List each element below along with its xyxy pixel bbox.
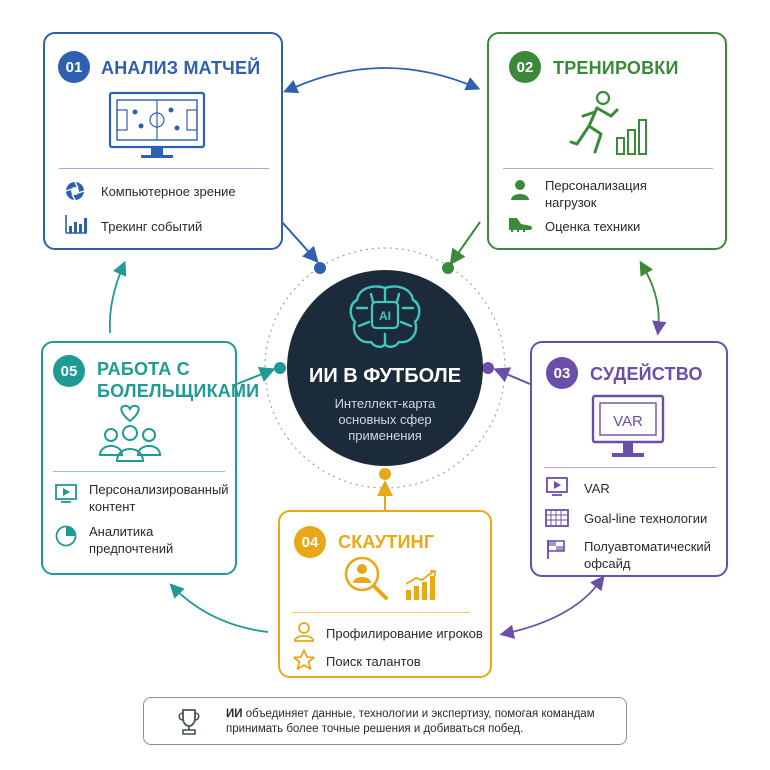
tactics-monitor-icon: [108, 91, 206, 158]
list-item: Трекинг событий: [101, 219, 203, 234]
list-item: Полуавтоматический офсайд: [584, 539, 711, 571]
card-title: РАБОТА С БОЛЕЛЬЩИКАМИ: [97, 359, 260, 401]
star-icon: [293, 649, 315, 670]
card-refereeing: 03 СУДЕЙСТВО VAR VAR Goal-line технологи…: [530, 341, 728, 577]
center-subtitle: Интеллект-карта основных сфер применения: [334, 396, 436, 443]
play-screen-icon: [546, 477, 568, 496]
card-number: 04: [294, 526, 326, 558]
connector-01: [281, 221, 319, 263]
card-fan-engagement: 05 РАБОТА С БОЛЕЛЬЩИКАМИ Персонализирова…: [41, 341, 259, 575]
card-number: 01: [58, 51, 90, 83]
list-item: Поиск талантов: [326, 654, 421, 669]
card-number: 02: [509, 51, 541, 83]
center-title: ИИ В ФУТБОЛЕ: [308, 365, 462, 387]
cycle-arrow-02-03: [639, 260, 667, 336]
pie-chart-icon: [55, 525, 77, 547]
profile-icon: [294, 622, 314, 642]
play-screen-icon: [55, 484, 77, 503]
list-item: Персонализация нагрузок: [545, 178, 647, 210]
card-title: ТРЕНИРОВКИ: [553, 58, 679, 78]
list-item: Оценка техники: [545, 219, 641, 234]
cycle-arrow-04-05: [169, 583, 269, 633]
card-match-analysis: 01 АНАЛИЗ МАТЧЕЙ Компьютерное зрение Тре…: [43, 32, 283, 250]
list-item: VAR: [584, 481, 610, 496]
connector-02: [449, 221, 481, 266]
card-title: АНАЛИЗ МАТЧЕЙ: [101, 58, 261, 78]
card-scouting: 04 СКАУТИНГ Профилирование игроков Поиск…: [278, 510, 492, 678]
card-title: СУДЕЙСТВО: [590, 364, 703, 384]
goal-net-icon: [545, 509, 569, 527]
fans-heart-icon: [98, 404, 162, 462]
trophy-icon: [178, 709, 200, 735]
person-icon: [511, 180, 529, 200]
ai-brain-icon: AI: [349, 285, 421, 348]
card-number: 05: [53, 355, 85, 387]
card-number: 03: [546, 357, 578, 389]
cycle-arrow-03-04: [499, 575, 605, 639]
growth-chart-icon: [405, 570, 436, 600]
bar-chart-icon: [65, 215, 87, 234]
runner-progress-icon: [569, 90, 647, 155]
camera-aperture-icon: [65, 181, 85, 201]
offside-flag-icon: [547, 540, 565, 559]
footer-banner: ИИ объединяет данные, технологии и экспе…: [143, 697, 627, 745]
list-item: Аналитика предпочтений: [89, 524, 174, 556]
football-boot-icon: [509, 218, 533, 232]
list-item: Персонализированный контент: [89, 482, 229, 514]
cycle-arrow-01-02: [283, 67, 481, 94]
cycle-arrow-05-01: [108, 260, 127, 334]
connector-03: [493, 367, 531, 385]
card-title: СКАУТИНГ: [338, 532, 435, 552]
ai-label: AI: [379, 309, 391, 323]
connector-05: [236, 367, 276, 385]
var-screen-label: VAR: [613, 413, 643, 430]
card-training: 02 ТРЕНИРОВКИ Персонализация нагрузок Оц…: [487, 32, 727, 250]
magnifier-person-icon: [344, 556, 388, 600]
list-item: Goal-line технологии: [584, 511, 708, 526]
var-monitor-icon: VAR: [591, 394, 665, 457]
footer-text: ИИ объединяет данные, технологии и экспе…: [226, 708, 595, 735]
list-item: Компьютерное зрение: [101, 184, 236, 199]
list-item: Профилирование игроков: [326, 626, 483, 641]
